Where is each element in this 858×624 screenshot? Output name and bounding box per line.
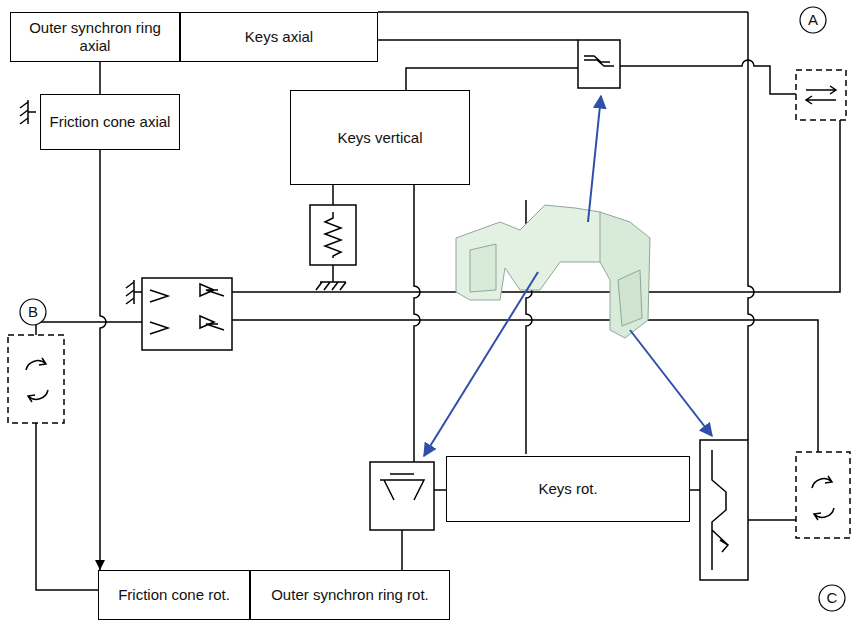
connector	[100, 150, 106, 570]
component-label: Friction cone rot.	[118, 586, 230, 604]
wire	[401, 530, 403, 570]
callout-letter: B	[20, 302, 46, 322]
component-label: Outer synchron ring axial	[19, 19, 171, 55]
component-label: Outer synchron ring rot.	[271, 586, 429, 604]
leader-arrow	[424, 272, 538, 456]
component-box: Friction cone rot.	[98, 570, 250, 620]
boundary-box	[796, 452, 850, 538]
element-symbols	[142, 40, 748, 580]
wire	[232, 320, 818, 452]
wires	[36, 12, 840, 590]
key-body	[456, 205, 618, 300]
key-face	[618, 270, 642, 326]
translation-icon	[806, 86, 836, 104]
component-label: Friction cone axial	[50, 113, 171, 131]
connector	[99, 62, 101, 94]
callout-circle	[819, 585, 845, 611]
wire	[378, 39, 578, 41]
component-box: Keys axial	[180, 12, 378, 62]
component-label: Keys rot.	[538, 480, 597, 498]
friction-cones	[150, 284, 224, 334]
callout-letter: C	[819, 588, 845, 608]
callout-circle	[800, 7, 826, 33]
callout-letter: A	[800, 10, 826, 30]
ground-symbol	[126, 280, 142, 304]
key-face	[470, 244, 496, 292]
wire	[620, 60, 796, 94]
component-box: Keys rot.	[446, 456, 690, 522]
contact-symbol	[370, 462, 434, 530]
ground-symbol	[20, 100, 36, 124]
cone-contact	[380, 474, 424, 500]
wire	[748, 519, 796, 521]
boundary-box	[8, 335, 64, 423]
key-illustration	[456, 205, 650, 338]
leader-arrow	[588, 96, 601, 222]
wire	[378, 11, 748, 13]
component-label: Keys axial	[245, 28, 313, 46]
boundary-boxes	[8, 70, 850, 538]
wire	[748, 12, 754, 440]
rotation-icon	[26, 358, 48, 402]
component-box: Keys vertical	[290, 90, 470, 185]
component-box: Friction cone axial	[40, 94, 180, 150]
wire	[36, 423, 98, 590]
wire	[690, 489, 700, 491]
component-box: Outer synchron ring axial	[10, 12, 180, 62]
ground-symbol	[316, 282, 346, 290]
wire	[406, 68, 578, 90]
spring-coil	[325, 212, 341, 258]
ramp-symbol	[578, 40, 620, 88]
wire	[414, 185, 420, 462]
profile-contact	[712, 450, 728, 570]
component-box: Outer synchron ring rot.	[250, 570, 450, 620]
wire	[332, 185, 334, 205]
spring-symbol	[310, 205, 356, 265]
wire	[36, 322, 142, 335]
wire	[434, 489, 446, 491]
boundary-icons	[26, 86, 836, 520]
leader-arrow	[630, 330, 712, 436]
component-label: Keys vertical	[337, 129, 422, 147]
wire	[332, 265, 334, 282]
friction-symbol	[142, 278, 232, 350]
key-leg	[600, 212, 650, 338]
profile-symbol	[700, 440, 748, 580]
ramp-contact	[584, 56, 614, 66]
callout-circle	[20, 299, 46, 325]
callout-circles	[20, 7, 845, 611]
boundary-box	[796, 70, 846, 120]
rotation-icon	[812, 476, 834, 520]
